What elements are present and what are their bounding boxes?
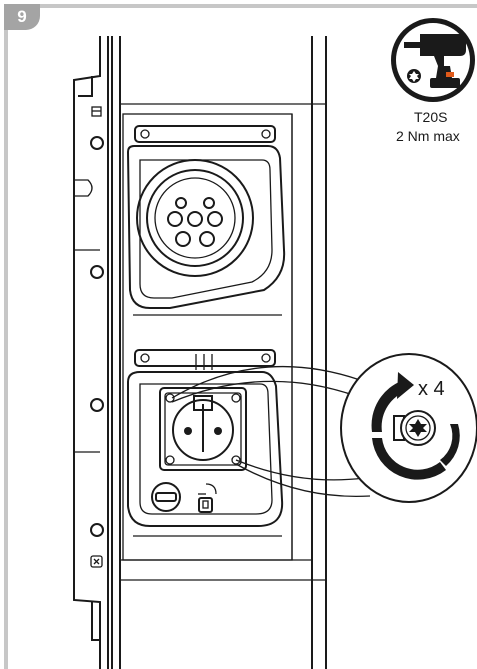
- quantity-label: x 4: [418, 378, 445, 400]
- rotate-clockwise-icon: [371, 372, 460, 480]
- torx-screw-icon: [393, 410, 436, 446]
- step-number-badge: 9: [4, 4, 40, 30]
- mounting-rail: [73, 36, 109, 669]
- figure-frame: [4, 4, 477, 669]
- torque-label: 2 Nm max: [396, 128, 460, 144]
- type2-socket: [126, 125, 286, 316]
- cordless-drill-icon: [391, 18, 475, 102]
- domestic-socket: [127, 349, 284, 537]
- chassis: [111, 36, 327, 669]
- bit-size-label: T20S: [414, 109, 448, 125]
